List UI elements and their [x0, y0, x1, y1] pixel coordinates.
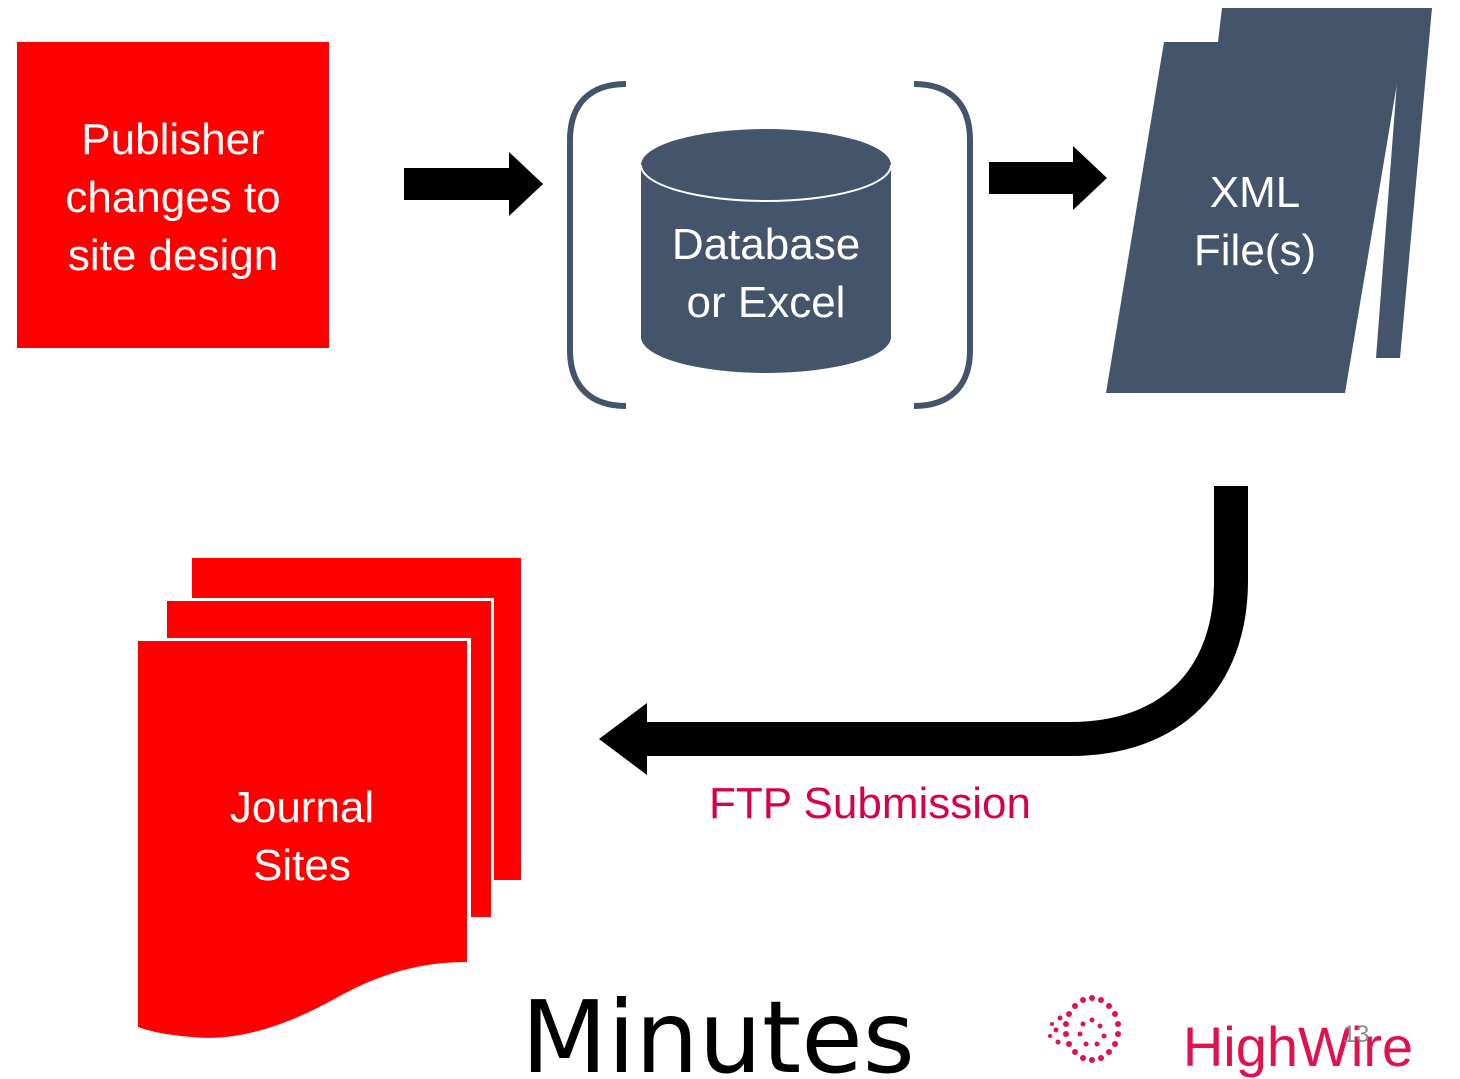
xml-label-line1: XML: [1210, 168, 1300, 217]
database-node: Database or Excel: [640, 129, 892, 373]
xml-back-sheet: [1218, 8, 1432, 358]
page-number: 13: [1343, 1021, 1370, 1048]
database-label-line2: or Excel: [687, 278, 846, 327]
publisher-node: Publisher changes to site design: [17, 42, 329, 348]
highwire-logo: HighWire: [1048, 995, 1413, 1078]
journal-label-line2: Sites: [253, 841, 351, 890]
publisher-box: [17, 42, 329, 348]
xml-node: XML File(s): [1106, 8, 1432, 393]
database-cylinder: [641, 129, 891, 373]
database-top-rim: [640, 164, 892, 202]
left-bracket: [567, 81, 627, 409]
arrow-database-to-xml: [989, 146, 1107, 210]
journal-front-page: [138, 641, 467, 1038]
highwire-logo-mark: [1048, 995, 1121, 1063]
arrow-xml-to-journal-head: [599, 703, 647, 775]
journal-node: Journal Sites: [135, 558, 521, 1042]
publisher-label-line1: Publisher: [81, 115, 264, 164]
database-label-line1: Database: [672, 220, 860, 269]
right-bracket: [913, 81, 973, 409]
ftp-submission-label: FTP Submission: [709, 779, 1031, 828]
highwire-wordmark: HighWire: [1183, 1015, 1413, 1078]
publisher-label-line3: site design: [68, 231, 278, 280]
publisher-label-line2: changes to: [65, 173, 280, 222]
arrow-publisher-to-database: [404, 152, 543, 216]
xml-label-line2: File(s): [1194, 226, 1316, 275]
xml-front-sheet: [1106, 42, 1404, 393]
journal-label-line1: Journal: [230, 783, 374, 832]
minutes-caption: Minutes: [521, 979, 915, 1079]
arrow-xml-to-journal-curve: [640, 486, 1248, 756]
